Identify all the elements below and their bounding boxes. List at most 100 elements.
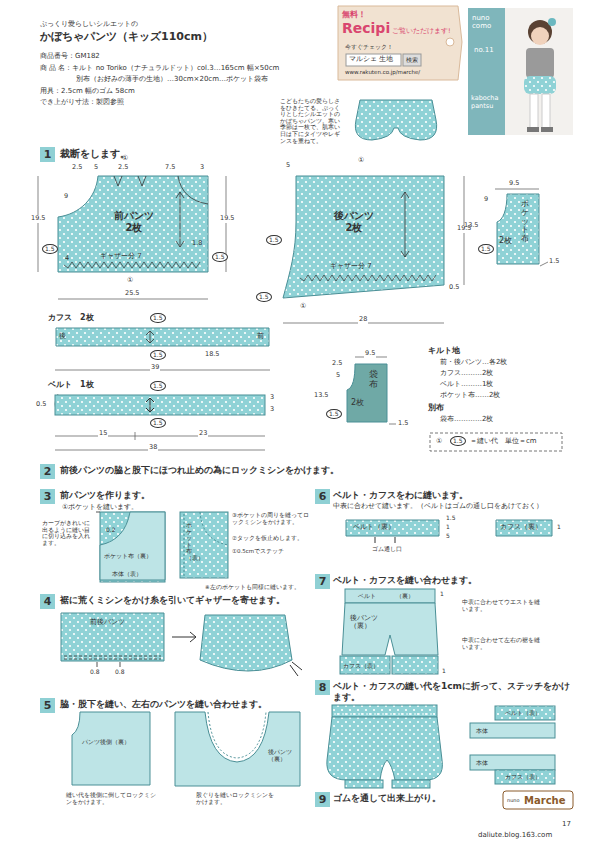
label: ギャザー分 7 [100, 252, 142, 260]
step-number: 5 [40, 698, 55, 713]
pants-back-piece [72, 712, 150, 785]
label: 袋布…………2枚 [440, 415, 493, 423]
piece-label: 前パンツ 2枚 [110, 210, 158, 234]
label: 28 [358, 316, 368, 324]
pattern-piece: カフス（裏） [495, 519, 553, 537]
label: ベルト・カフスをわに縫います。 [333, 490, 468, 501]
label: 別布 [428, 403, 444, 413]
piece-label: カフス（裏） [500, 523, 542, 531]
label: 縫い代を後側に倒してロックミシンをかけます。 [66, 792, 161, 805]
label: 中表に合わせて縫います。（ベルトはゴムの通し口をあけておく） [333, 503, 543, 511]
label: ②タックを仮止めします。 [232, 535, 303, 542]
page-title: かぼちゃパンツ（キッズ110cm） [40, 30, 213, 43]
piece-outline [493, 192, 543, 266]
label: マルシェ 生地 [349, 56, 393, 64]
label: （裏） [396, 592, 414, 599]
dimension-lines [38, 176, 548, 450]
label: 商品番号：GM182 [40, 52, 100, 60]
label: 2.5 [118, 164, 128, 172]
label: ご覧いただけます! [392, 28, 451, 36]
label: 1.5 [326, 409, 342, 419]
label: 1.5 [42, 244, 58, 254]
label: 1.5 [549, 258, 559, 266]
step-number: 4 [40, 594, 55, 609]
label: ゴム通し口 [372, 545, 402, 552]
label: 1.5 [150, 350, 166, 360]
label: カフス 2枚 [48, 313, 94, 323]
label: 0.8 [90, 668, 100, 675]
step-number-text: 6 [315, 489, 330, 504]
girl-photo [524, 18, 556, 132]
logo-box [503, 791, 573, 809]
label: 4 [65, 255, 69, 263]
label: ゴムを通して出来上がり。 [333, 793, 441, 804]
label: 9 [484, 196, 488, 204]
label: 5 [446, 532, 450, 539]
pattern-piece: 後前 [55, 327, 270, 347]
label: 後パンツ（裏） [350, 614, 390, 631]
label: 1.5 [478, 244, 494, 254]
pattern-piece: 袋布 2枚 [345, 362, 389, 424]
step-number-text: 8 [315, 680, 330, 695]
piece-label: 袋布 [369, 370, 378, 390]
label: 13.5 [314, 392, 328, 400]
label: kabocha pantsu [471, 95, 503, 111]
label: 7.5 [165, 164, 175, 172]
piece-label: 後パンツ 2枚 [330, 210, 378, 234]
label: 2.5 [72, 164, 82, 172]
label: 1.5 [266, 235, 282, 245]
step-number: 1 [40, 147, 55, 162]
shorts-photo [355, 100, 436, 140]
label: www.rakuten.co.jp/marche/ [345, 69, 420, 76]
label: キルト地 [428, 346, 460, 356]
recipe-tag [338, 6, 462, 80]
label: ③ポケットの周りを縫ってロックミシンをかけます。 [232, 512, 314, 525]
label: 19.5 [219, 215, 235, 223]
step3-figure [96, 512, 228, 582]
label: Recipi [342, 20, 390, 37]
label: カフス（表） [505, 773, 541, 780]
step-number-text: 3 [40, 489, 55, 504]
label: ベルト………1枚 [440, 380, 493, 388]
label: 3 [270, 394, 274, 402]
label: no.11 [474, 46, 494, 54]
label: ポケット布……2枚 [440, 391, 500, 399]
label: 38 [148, 444, 158, 452]
label: ① [358, 156, 364, 164]
label: ① [300, 302, 306, 310]
label: ①ポケットを縫います。 [62, 503, 138, 511]
label: 15 [98, 430, 108, 438]
label: こどもたちの愛らしさをひきたてる、ぷっくりとしたシルエットのかぼちゃパンツ。寒い… [280, 98, 345, 144]
label: 39 [150, 364, 160, 372]
label: 2.5 [332, 360, 342, 368]
label: ポケット布（裏） [104, 552, 152, 559]
label: nuno como [472, 14, 500, 31]
label: ベルト 1枚 [48, 380, 94, 390]
label: 1.5 [450, 436, 466, 446]
label: 1.8 [192, 240, 202, 248]
step-number-text: 9 [315, 792, 330, 807]
label: でき上がり寸法：製図参照 [40, 98, 124, 106]
label: 5 [94, 164, 98, 172]
label: 9.5 [508, 180, 520, 188]
label: 用具：2.5cm 幅のゴム 58cm [40, 87, 135, 95]
pattern-piece: 後パンツ 2枚 [280, 172, 448, 300]
label: ① [436, 437, 442, 445]
piece-label: 2枚 [351, 398, 364, 408]
label: 0.5 [36, 401, 46, 409]
piece-label: 前後パンツ [90, 618, 125, 626]
legend-box [430, 433, 562, 451]
label: 9.5 [364, 350, 376, 358]
label: daliute.blog.163.com [478, 831, 552, 839]
label: 1.5 [150, 313, 166, 323]
piece-outline [55, 327, 270, 347]
label: 裾に荒くミシンをかけ糸を引いてギャザーを寄せます。 [60, 595, 285, 606]
step-number: 6 [315, 489, 330, 504]
label: 18.5 [205, 351, 219, 359]
piece-outline [345, 362, 389, 424]
pants-joined [175, 712, 300, 786]
step-number-text: 5 [40, 698, 55, 713]
label: 前パンツを作ります。 [60, 490, 150, 501]
label: 17 [562, 820, 571, 828]
piece-label: ポケット布 [521, 200, 529, 244]
